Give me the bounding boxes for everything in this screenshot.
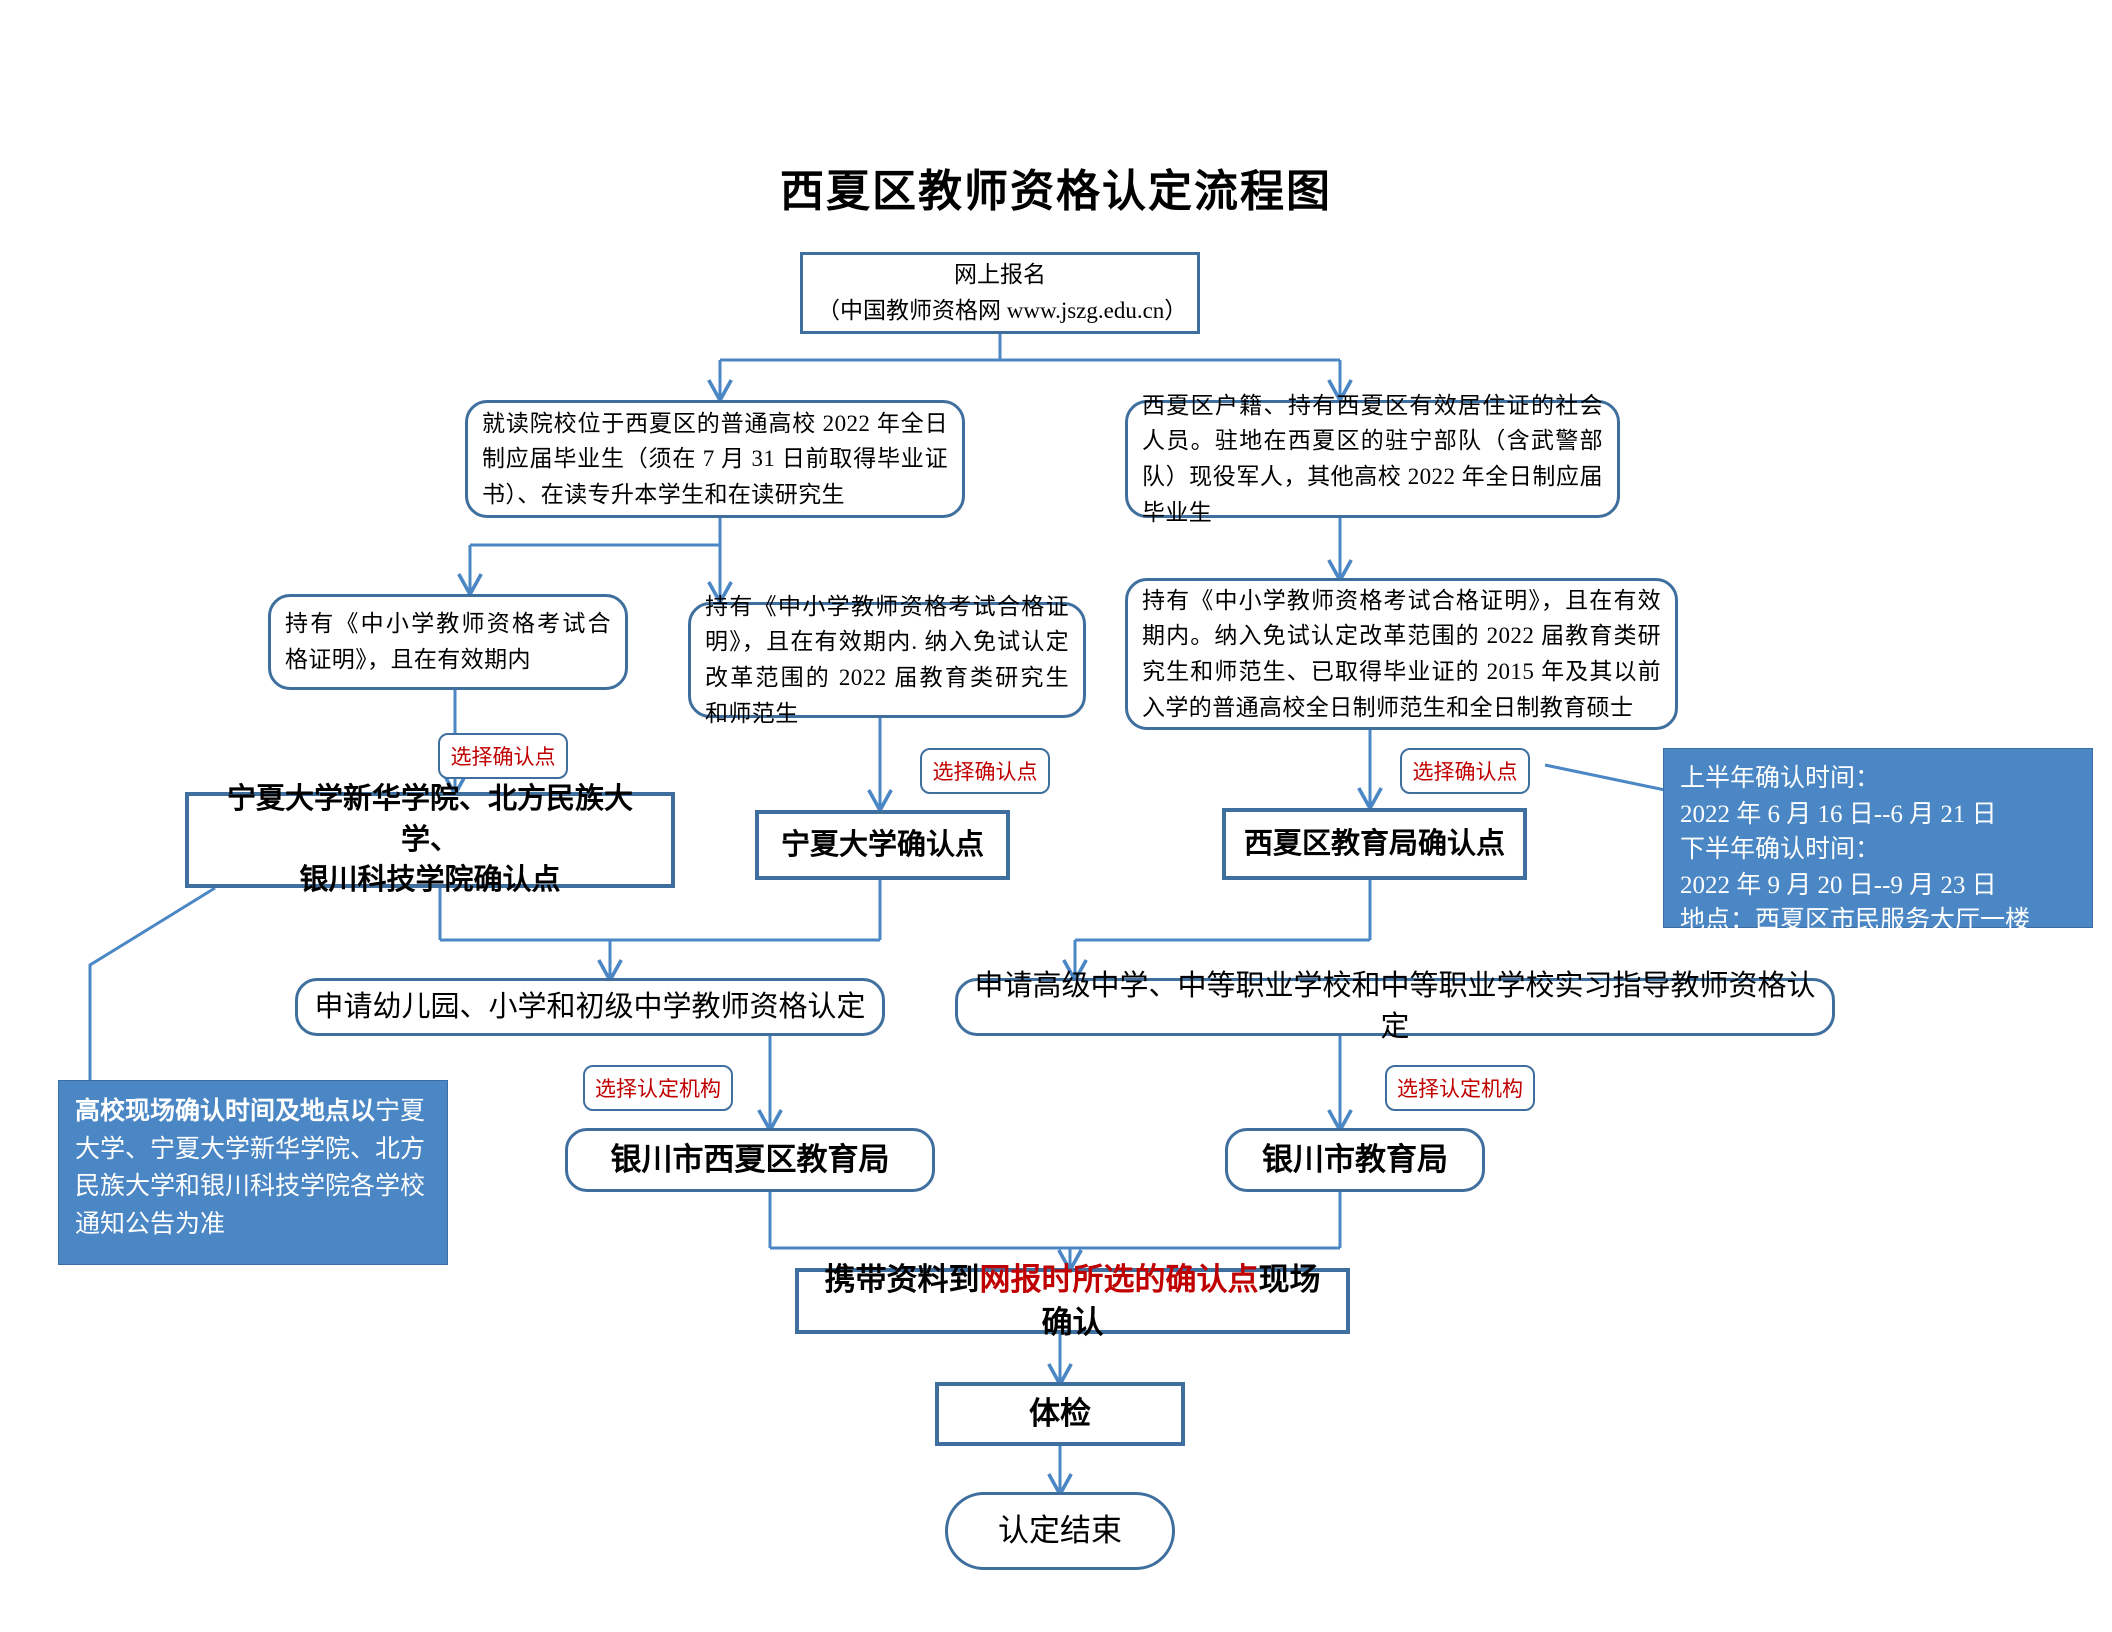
apply-left-text: 申请幼儿园、小学和初级中学教师资格认定 (314, 990, 866, 1023)
chip-4-label: 选择认定机构 (595, 1077, 721, 1101)
campus-note-lead: 高校现场确认时间及地点以 (75, 1098, 376, 1125)
onsite-suffix: 现场确认 (1041, 1261, 1321, 1340)
node-bureau-xixia[interactable]: 银川市西夏区教育局 (565, 1128, 935, 1192)
confirm-time-line-3: 下半年确认时间： (1680, 836, 1881, 863)
condition-2-text: 持有《中小学教师资格考试合格证明》，且在有效期内. 纳入免试认定改革范围的 20… (705, 593, 1069, 726)
confirm-time-line-1: 上半年确认时间： (1680, 765, 1881, 792)
node-confirm-point-universities[interactable]: 宁夏大学新华学院、北方民族大学、 银川科技学院确认点 (185, 783, 675, 896)
chip-select-confirm-point-3[interactable]: 选择确认点 (1400, 748, 1530, 794)
confirm-time-line-2: 2022 年 6 月 16 日--6 月 21 日 (1680, 800, 1997, 828)
bureau-left-text: 银川市西夏区教育局 (610, 1142, 890, 1178)
chip-select-confirm-point-2[interactable]: 选择确认点 (920, 748, 1050, 794)
node-apply-senior-vocational[interactable]: 申请高级中学、中等职业学校和中等职业学校实习指导教师资格认定 (955, 970, 1835, 1043)
page-title: 西夏区教师资格认定流程图 (780, 167, 1332, 216)
branch-right-text: 西夏区户籍、持有西夏区有效居住证的社会人员。驻地在西夏区的驻宁部队（含武警部队）… (1142, 392, 1603, 525)
callout-confirmation-time: 上半年确认时间： 2022 年 6 月 16 日--6 月 21 日 下半年确认… (1663, 748, 2093, 934)
node-onsite-confirmation[interactable]: 携带资料到网报时所选的确认点现场确认 (795, 1262, 1350, 1340)
node-process-finish[interactable]: 认定结束 (945, 1492, 1175, 1570)
condition-1-text: 持有《中小学教师资格考试合格证明》，且在有效期内 (285, 611, 611, 672)
campus-note-rest: 宁夏大学、宁夏大学新华学院、北方民族大学和银川科技学院各学校通知公告为准 (75, 1098, 426, 1238)
point-1-line-2: 银川科技学院确认点 (299, 864, 561, 897)
finish-text: 认定结束 (998, 1513, 1122, 1549)
signup-line-2: （中国教师资格网 www.jszg.edu.cn） (817, 298, 1188, 323)
chip-select-agency-1[interactable]: 选择认定机构 (583, 1065, 733, 1111)
point-2-text: 宁夏大学确认点 (780, 828, 984, 861)
signup-line-1: 网上报名 (954, 262, 1046, 288)
node-branch-right[interactable]: 西夏区户籍、持有西夏区有效居住证的社会人员。驻地在西夏区的驻宁部队（含武警部队）… (1125, 393, 1620, 525)
chip-2-label: 选择确认点 (932, 760, 1038, 784)
chip-5-label: 选择认定机构 (1397, 1077, 1523, 1101)
chip-select-agency-2[interactable]: 选择认定机构 (1385, 1065, 1535, 1111)
branch-left-text: 就读院校位于西夏区的普通高校 2022 年全日制应届毕业生（须在 7 月 31 … (482, 410, 948, 507)
onsite-highlight: 网报时所选的确认点 (979, 1261, 1259, 1297)
medical-text: 体检 (1029, 1396, 1091, 1432)
node-confirm-point-ningxia-univ[interactable]: 宁夏大学确认点 (755, 810, 1010, 880)
node-confirm-point-xixia-bureau[interactable]: 西夏区教育局确认点 (1222, 808, 1527, 880)
node-condition-cert-full[interactable]: 持有《中小学教师资格考试合格证明》，且在有效期内。纳入免试认定改革范围的 202… (1125, 578, 1678, 730)
node-bureau-yinchuan[interactable]: 银川市教育局 (1225, 1128, 1485, 1192)
node-condition-cert-valid[interactable]: 持有《中小学教师资格考试合格证明》，且在有效期内 (268, 594, 628, 690)
chip-select-confirm-point-1[interactable]: 选择确认点 (438, 733, 568, 779)
node-condition-cert-exempt[interactable]: 持有《中小学教师资格考试合格证明》，且在有效期内. 纳入免试认定改革范围的 20… (688, 594, 1086, 726)
node-apply-kindergarten-primary-junior[interactable]: 申请幼儿园、小学和初级中学教师资格认定 (295, 978, 885, 1036)
chip-3-label: 选择确认点 (1412, 760, 1518, 784)
node-online-signup[interactable]: 网上报名 （中国教师资格网 www.jszg.edu.cn） (800, 252, 1200, 334)
callout-campus-confirmation-note: 高校现场确认时间及地点以宁夏大学、宁夏大学新华学院、北方民族大学和银川科技学院各… (58, 1080, 448, 1265)
node-branch-left[interactable]: 就读院校位于西夏区的普通高校 2022 年全日制应届毕业生（须在 7 月 31 … (465, 400, 965, 518)
confirm-time-line-5: 地点：西夏区市民服务大厅一楼 (1680, 907, 2031, 934)
node-medical-exam[interactable]: 体检 (935, 1382, 1185, 1446)
point-3-text: 西夏区教育局确认点 (1243, 827, 1505, 860)
apply-right-text: 申请高级中学、中等职业学校和中等职业学校实习指导教师资格认定 (974, 970, 1816, 1043)
confirm-time-line-4: 2022 年 9 月 20 日--9 月 23 日 (1680, 871, 1997, 899)
point-1-line-1: 宁夏大学新华学院、北方民族大学、 (226, 783, 633, 856)
onsite-prefix: 携带资料到 (824, 1261, 980, 1297)
chip-1-label: 选择确认点 (450, 745, 556, 769)
bureau-right-text: 银川市教育局 (1262, 1142, 1448, 1178)
condition-3-text: 持有《中小学教师资格考试合格证明》，且在有效期内。纳入免试认定改革范围的 202… (1142, 587, 1661, 720)
